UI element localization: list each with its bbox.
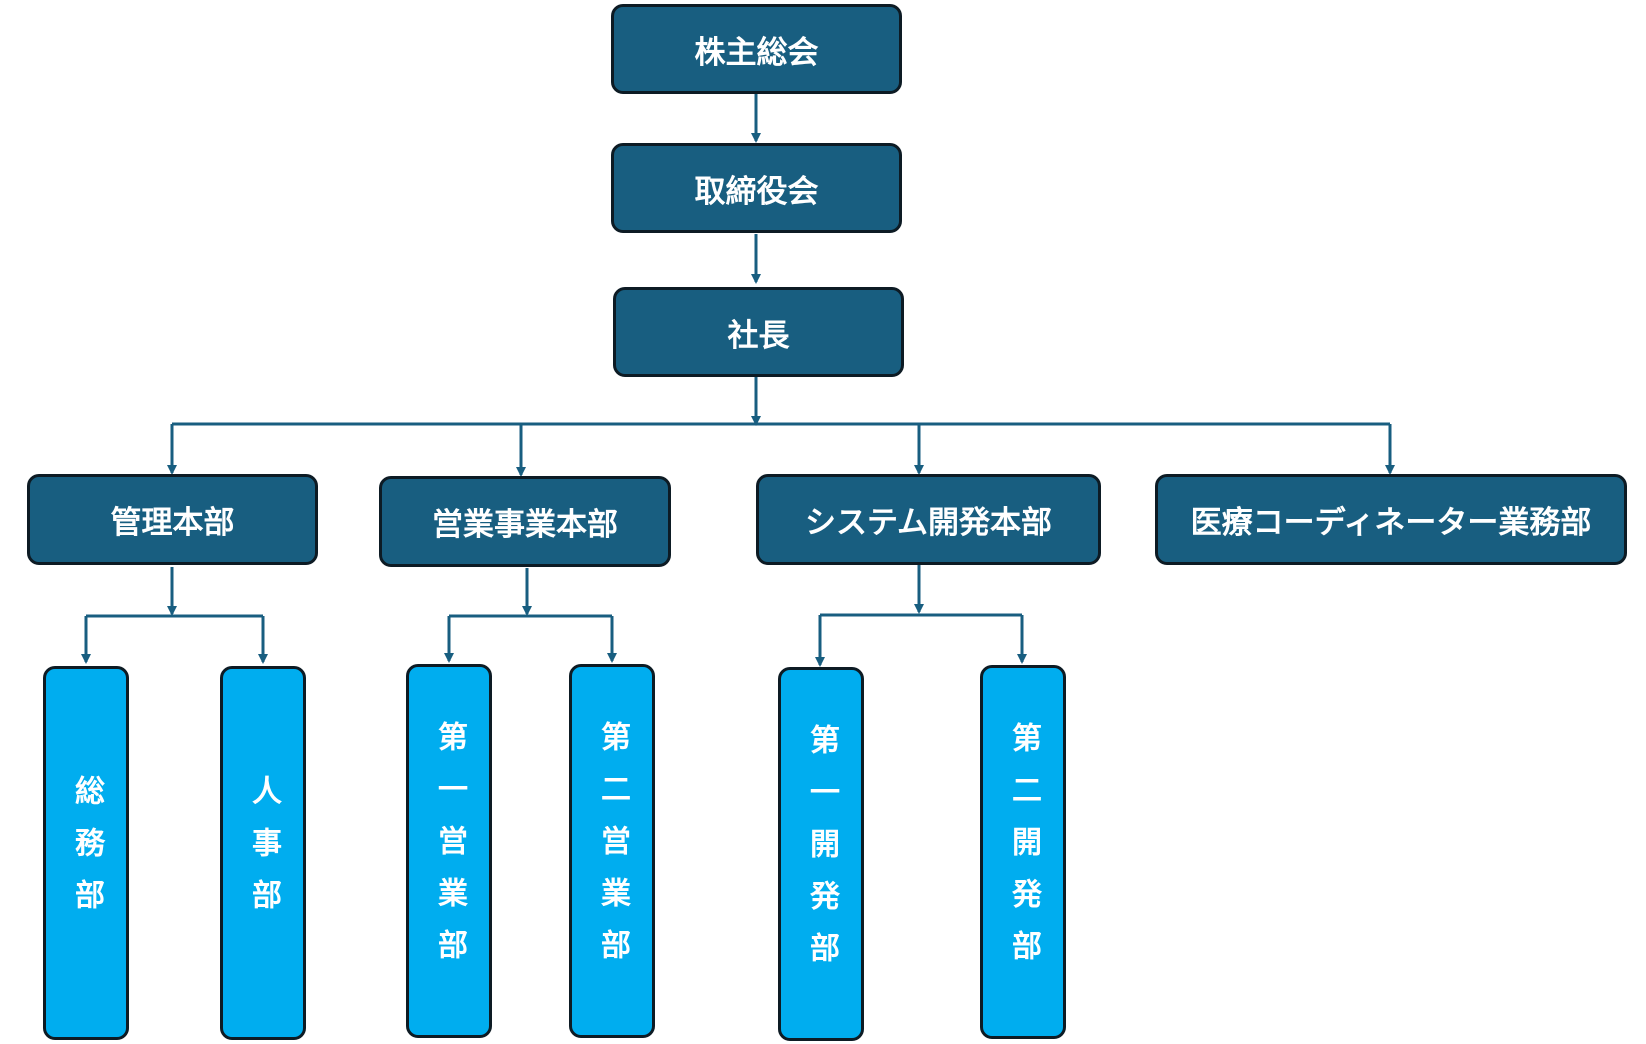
dept-sales1-box: 第一営業部 bbox=[406, 664, 492, 1038]
dept-hr-label: 人事部 bbox=[246, 775, 281, 931]
division-system-box: システム開発本部 bbox=[756, 474, 1101, 565]
president-label: 社長 bbox=[727, 317, 790, 354]
dept-sales2-label: 第二営業部 bbox=[595, 721, 630, 981]
division-system-label: システム開発本部 bbox=[804, 505, 1053, 541]
shareholders-meeting-box: 株主総会 bbox=[611, 4, 902, 94]
dept-sales1-label: 第一営業部 bbox=[432, 721, 467, 981]
dept-general-affairs-box: 総務部 bbox=[43, 666, 129, 1040]
division-admin-box: 管理本部 bbox=[27, 474, 318, 565]
dept-dev1-box: 第一開発部 bbox=[778, 667, 864, 1041]
division-sales-box: 営業事業本部 bbox=[379, 476, 671, 567]
dept-dev2-label: 第二開発部 bbox=[1006, 722, 1041, 982]
dept-dev1-label: 第一開発部 bbox=[804, 724, 839, 984]
division-sales-label: 営業事業本部 bbox=[432, 507, 618, 543]
board-of-directors-label: 取締役会 bbox=[694, 173, 819, 210]
division-medical-box: 医療コーディネーター業務部 bbox=[1155, 474, 1627, 565]
dept-sales2-box: 第二営業部 bbox=[569, 664, 655, 1038]
dept-general-affairs-label: 総務部 bbox=[69, 775, 104, 931]
board-of-directors-box: 取締役会 bbox=[611, 143, 902, 233]
division-medical-label: 医療コーディネーター業務部 bbox=[1190, 505, 1592, 541]
dept-hr-box: 人事部 bbox=[220, 666, 306, 1040]
dept-dev2-box: 第二開発部 bbox=[980, 665, 1066, 1039]
president-box: 社長 bbox=[613, 287, 904, 377]
shareholders-meeting-label: 株主総会 bbox=[694, 34, 819, 71]
division-admin-label: 管理本部 bbox=[110, 505, 235, 541]
